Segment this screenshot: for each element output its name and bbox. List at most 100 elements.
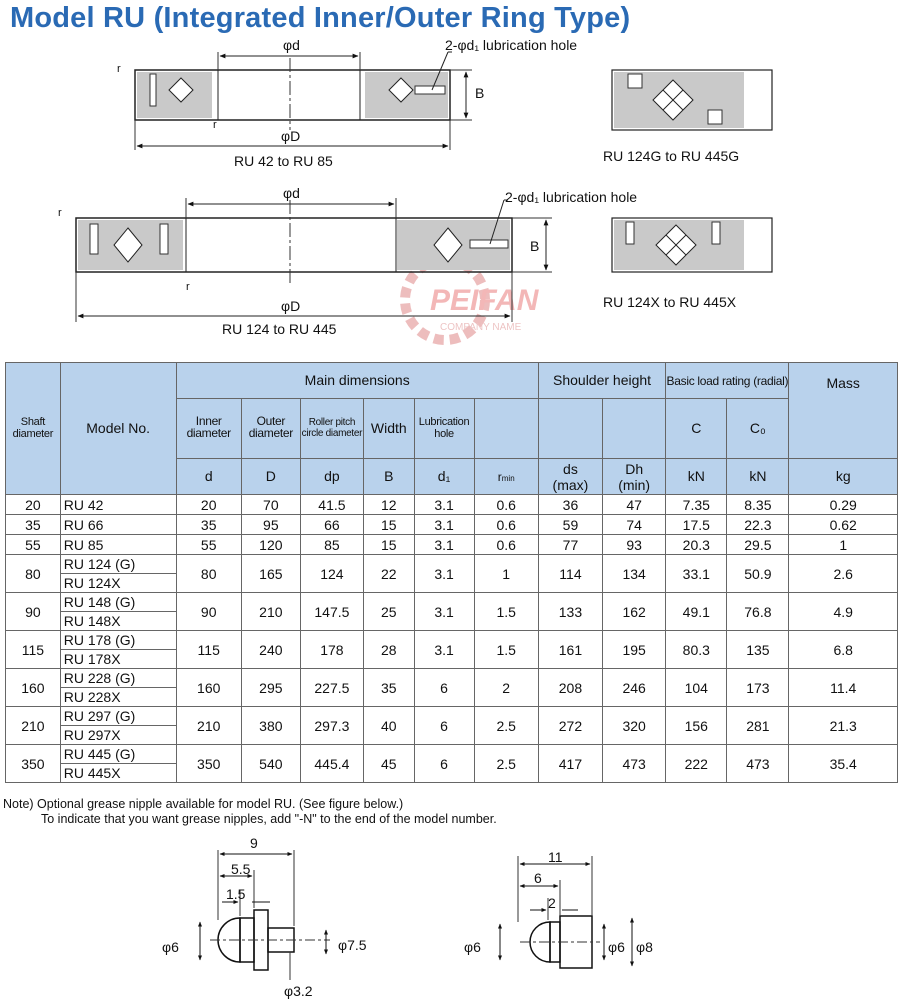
cell-B: 15: [363, 514, 415, 535]
cell-dp: 124: [299, 554, 365, 593]
header-shaft: Shaft diameter: [5, 362, 61, 495]
cell-ds: 161: [537, 630, 604, 669]
note: Note) Optional grease nipple available f…: [3, 797, 497, 827]
cell-mass: 21.3: [788, 706, 898, 745]
cell-B: 15: [363, 534, 415, 555]
model-number: RU 85: [63, 536, 104, 553]
cell-d1: 3.1: [413, 592, 475, 631]
header-outer: Outer diameter: [240, 398, 301, 459]
header-sym-B: B: [363, 458, 415, 495]
cell-d: 210: [175, 706, 242, 745]
header-dh-blank: [602, 398, 667, 459]
cell-d1: 6: [413, 706, 475, 745]
header-sym-D: D: [240, 458, 301, 495]
cell-C: 33.1: [665, 554, 728, 593]
cell-C0: 173: [726, 668, 790, 707]
cell-model: RU 85: [59, 534, 177, 555]
cell-C: 49.1: [665, 592, 728, 631]
cell-Dh: 473: [602, 744, 667, 783]
nipple-right: [498, 856, 634, 969]
cell-Dh: 74: [602, 514, 667, 535]
model-number: RU 178 (G): [60, 631, 176, 650]
cell-d1: 3.1: [413, 514, 475, 535]
cell-mass: 6.8: [788, 630, 898, 669]
cell-d1: 3.1: [413, 554, 475, 593]
cell-Dh: 320: [602, 706, 667, 745]
nipple-right-dim-6: 6: [534, 870, 542, 886]
label-lub-hole-bottom: 2-φd₁ lubrication hole: [505, 189, 637, 205]
cell-mass: 11.4: [788, 668, 898, 707]
header-unit-kg: kg: [788, 458, 898, 495]
cell-model: RU 178 (G)RU 178X: [59, 630, 177, 669]
spec-table-wrap: Shaft diameter Model No. Main dimensions…: [5, 362, 898, 783]
label-B-top: B: [475, 85, 484, 101]
caption-ru124x-445x: RU 124X to RU 445X: [603, 294, 737, 310]
nipple-left-dia-7-5: φ7.5: [338, 937, 367, 953]
model-number: RU 148 (G): [60, 593, 176, 612]
cell-C0: 135: [726, 630, 790, 669]
cell-d1: 3.1: [413, 630, 475, 669]
header-load-rating: Basic load rating (radial): [665, 362, 790, 399]
cell-C0: 22.3: [726, 514, 790, 535]
header-r-blank: [473, 398, 539, 459]
cell-B: 35: [363, 668, 415, 707]
cell-ds: 417: [537, 744, 604, 783]
watermark-brand: PEIFAN: [430, 284, 540, 317]
nipple-left-dia-6: φ6: [162, 939, 179, 955]
cell-C0: 50.9: [726, 554, 790, 593]
label-phi-d-top: φd: [283, 37, 300, 53]
cell-mass: 35.4: [788, 744, 898, 783]
header-inner: Inner diameter: [175, 398, 242, 459]
cell-D: 540: [240, 744, 301, 783]
cell-d: 20: [175, 494, 242, 515]
watermark: PEIFAN COMPANY NAME: [400, 255, 540, 345]
model-number: RU 297X: [63, 727, 121, 743]
nipple-left-dim-9: 9: [250, 835, 258, 851]
cell-B: 40: [363, 706, 415, 745]
header-shoulder: Shoulder height: [537, 362, 667, 399]
cell-dp: 445.4: [299, 744, 365, 783]
model-number: RU 148X: [63, 613, 121, 629]
model-number: RU 66: [63, 516, 104, 533]
cell-C: 7.35: [665, 494, 728, 515]
cell-B: 25: [363, 592, 415, 631]
label-r-bottom-2: r: [186, 281, 190, 293]
header-unit-kN-2: kN: [726, 458, 790, 495]
cell-mass: 1: [788, 534, 898, 555]
label-phi-D-top: φD: [281, 128, 300, 144]
cell-dp: 41.5: [299, 494, 365, 515]
cell-model: RU 228 (G)RU 228X: [59, 668, 177, 707]
cell-r: 2: [473, 668, 539, 707]
model-number: RU 178X: [63, 651, 121, 667]
label-r-top-1: r: [117, 63, 121, 75]
cell-Dh: 246: [602, 668, 667, 707]
cell-C: 80.3: [665, 630, 728, 669]
label-r-top-2: r: [213, 119, 217, 131]
cell-ds: 133: [537, 592, 604, 631]
cell-shaft: 115: [5, 630, 61, 669]
cell-Dh: 162: [602, 592, 667, 631]
cell-model: RU 66: [59, 514, 177, 535]
label-lub-hole-top: 2-φd₁ lubrication hole: [445, 37, 577, 53]
cell-r: 1: [473, 554, 539, 593]
cell-r: 2.5: [473, 706, 539, 745]
diagram-ru124-445: [75, 198, 552, 322]
cell-model: RU 148 (G)RU 148X: [59, 592, 177, 631]
caption-ru42-85: RU 42 to RU 85: [234, 153, 333, 169]
cell-mass: 0.62: [788, 514, 898, 535]
watermark-sub: COMPANY NAME: [440, 322, 522, 333]
cell-C0: 281: [726, 706, 790, 745]
cell-dp: 85: [299, 534, 365, 555]
cell-ds: 36: [537, 494, 604, 515]
bearing-diagrams: PEIFAN COMPANY NAME φd φD B r r 2-φd₁ lu…: [58, 37, 773, 345]
header-roller: Roller pitch circle diameter: [299, 398, 365, 459]
cell-C: 17.5: [665, 514, 728, 535]
cell-C: 156: [665, 706, 728, 745]
cell-C: 104: [665, 668, 728, 707]
cell-model: RU 124 (G)RU 124X: [59, 554, 177, 593]
cell-r: 0.6: [473, 494, 539, 515]
header-sym-dh: Dh(min): [602, 458, 667, 495]
cell-model: RU 42: [59, 494, 177, 515]
